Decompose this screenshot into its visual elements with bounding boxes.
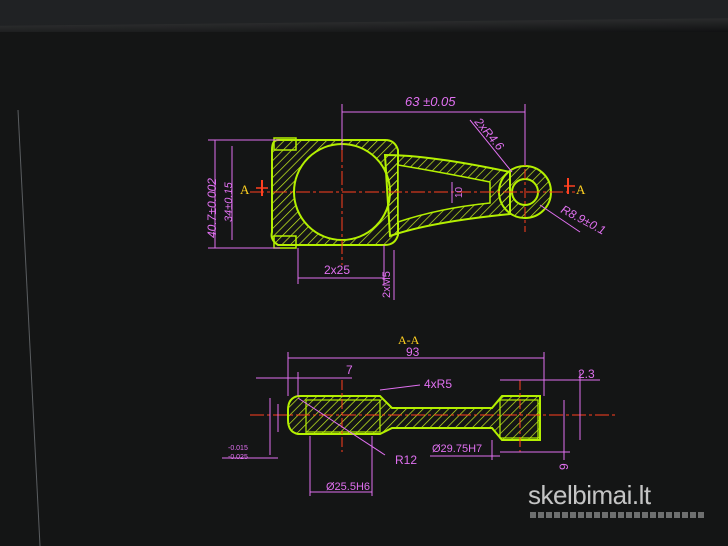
top-view-dimensions bbox=[208, 104, 581, 300]
dim-height: 40.7±0.002 bbox=[205, 178, 219, 238]
tol-lower: -0.025 bbox=[228, 454, 248, 461]
cad-drawing-canvas[interactable] bbox=[0, 32, 728, 546]
dim-big-bore: Ø25.5H6 bbox=[326, 481, 370, 493]
section-title: A-A bbox=[398, 333, 420, 347]
dim-inner-height: 34±0.15 bbox=[223, 181, 235, 222]
dim-small-bore: Ø29.75H7 bbox=[432, 443, 482, 455]
watermark: skelbimai.lt bbox=[528, 480, 651, 510]
dim-left-flange: 7 bbox=[346, 363, 353, 377]
dim-web: 10 bbox=[454, 186, 465, 198]
section-marker-left: A bbox=[240, 180, 268, 197]
dim-overall: 93 bbox=[406, 345, 420, 359]
svg-text:A: A bbox=[576, 182, 586, 197]
dim-offset: 9 bbox=[557, 463, 571, 470]
connecting-rod-top-view bbox=[250, 125, 575, 265]
dim-eye-radius: R8.9±0.1 bbox=[559, 202, 609, 237]
section-view-dimensions bbox=[222, 352, 600, 496]
svg-text:A: A bbox=[240, 182, 250, 197]
section-marker-right: A bbox=[564, 178, 586, 197]
shank-pocket bbox=[397, 164, 491, 224]
watermark-underline bbox=[530, 512, 706, 518]
bolt-boss-bottom bbox=[273, 235, 297, 249]
section-view-body bbox=[250, 380, 615, 452]
dim-fillet-big: R12 bbox=[395, 453, 417, 467]
dim-fillets: 4xR5 bbox=[424, 377, 452, 391]
dim-bolt-spacing: 2x25 bbox=[324, 263, 350, 277]
bolt-boss-top bbox=[273, 137, 297, 151]
dim-small-radius: 2xR4.6 bbox=[471, 114, 507, 153]
tol-upper: -0.015 bbox=[228, 445, 248, 452]
dim-thread: 2xM5 bbox=[381, 271, 393, 298]
viewport-border bbox=[17, 109, 41, 546]
dim-right-flange: 2.3 bbox=[578, 367, 595, 381]
dim-center-distance: 63 ±0.05 bbox=[405, 94, 456, 109]
